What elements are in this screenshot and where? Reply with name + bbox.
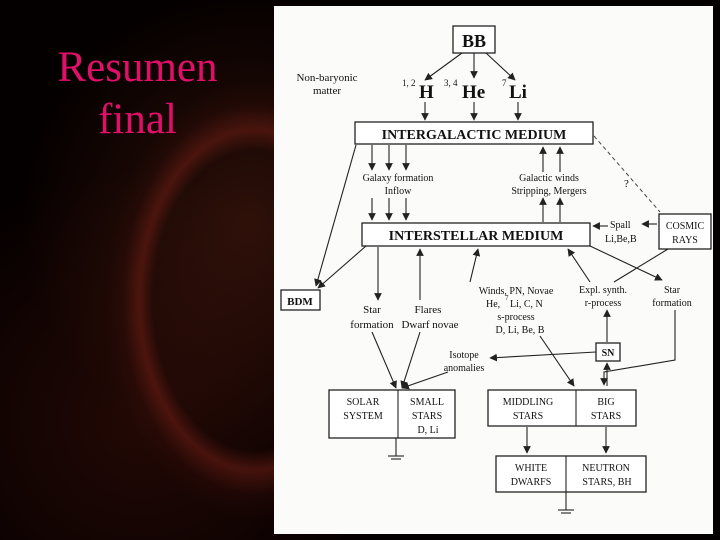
primordial-isotopes: 1, 2 H 3, 4 He 7 Li xyxy=(402,78,527,103)
white-dwarfs-line-2: DWARFS xyxy=(511,477,552,488)
nucleosynthesis-diagram: BB Non-baryonic matter 1, 2 H 3, 4 He 7 … xyxy=(280,25,712,514)
star-formation-right-line-1: Star xyxy=(664,285,681,296)
bdm-label: BDM xyxy=(287,296,313,308)
title-line-2: final xyxy=(98,96,177,143)
expl-synth-line-2: r-process xyxy=(585,298,622,309)
winds-line-3: s-process xyxy=(497,312,534,323)
winds-line-2-sup: 7 xyxy=(505,294,509,302)
remnants-box xyxy=(495,455,647,493)
small-stars-line-2: STARS xyxy=(412,411,442,422)
non-baryonic-line-1: Non-baryonic xyxy=(296,72,357,84)
sn-label: SN xyxy=(602,348,616,359)
bb-label: BB xyxy=(462,31,486,51)
small-stars-line-1: SMALL xyxy=(410,397,444,408)
middling-stars-line-1: MIDDLING xyxy=(503,397,554,408)
winds-line-2-pre: He, xyxy=(486,299,500,310)
spall-line-2: Li,Be,B xyxy=(605,234,637,245)
isotope-anomalies-line-1: Isotope xyxy=(449,350,479,361)
galaxy-formation-line-1: Galaxy formation xyxy=(363,173,434,184)
star-formation-right-line-2: formation xyxy=(652,298,691,309)
cosmic-rays-line-2: RAYS xyxy=(672,235,698,246)
galactic-winds-line-1: Galactic winds xyxy=(519,173,579,184)
solar-system-line-1: SOLAR xyxy=(347,397,380,408)
white-dwarfs-line-1: WHITE xyxy=(515,463,547,474)
star-formation-left-line-2: formation xyxy=(350,319,394,331)
solar-system-box xyxy=(328,389,456,439)
neutron-stars-line-2: STARS, BH xyxy=(582,477,631,488)
h-superscript: 1, 2 xyxy=(402,78,416,88)
galaxy-formation-line-2: Inflow xyxy=(385,186,412,197)
star-formation-left-line-1: Star xyxy=(363,304,381,316)
he-superscript: 3, 4 xyxy=(444,78,458,88)
flares-line-2: Dwarf novae xyxy=(401,319,458,331)
winds-line-4: D, Li, Be, B xyxy=(496,325,545,336)
cosmic-rays-box xyxy=(658,213,712,250)
ism-box xyxy=(361,222,591,247)
neutron-stars-line-1: NEUTRON xyxy=(582,463,630,474)
big-stars-line-2: STARS xyxy=(591,411,621,422)
li-label: Li xyxy=(509,82,527,103)
galactic-winds-line-2: Stripping, Mergers xyxy=(511,186,586,197)
isotope-anomalies-line-2: anomalies xyxy=(444,363,485,374)
igm-label: INTERGALACTIC MEDIUM xyxy=(382,128,567,143)
he-label: He xyxy=(462,82,485,103)
cosmic-rays-line-1: COSMIC xyxy=(666,221,705,232)
flares-line-1: Flares xyxy=(415,304,442,316)
solar-system-line-2: SYSTEM xyxy=(343,411,383,422)
expl-synth-line-1: Expl. synth. xyxy=(579,285,627,296)
igm-box xyxy=(354,121,594,145)
slide-title: Resumen final xyxy=(20,42,255,146)
diagram-panel: BB Non-baryonic matter 1, 2 H 3, 4 He 7 … xyxy=(274,6,713,534)
spall-line-1: Spall xyxy=(610,220,631,231)
winds-line-1: Winds, PN, Novae xyxy=(479,286,554,297)
winds-line-2-post: Li, C, N xyxy=(510,299,543,310)
middling-stars-line-2: STARS xyxy=(513,411,543,422)
stellar-box xyxy=(487,389,637,427)
ism-label: INTERSTELLAR MEDIUM xyxy=(389,229,564,244)
bdm-box xyxy=(280,289,321,311)
h-label: H xyxy=(419,82,434,103)
non-baryonic-line-2: matter xyxy=(313,85,341,97)
big-stars-line-1: BIG xyxy=(597,397,614,408)
question-mark: ? xyxy=(624,178,629,190)
small-stars-line-3: D, Li xyxy=(417,425,438,436)
li-superscript: 7 xyxy=(502,78,507,88)
title-line-1: Resumen xyxy=(57,44,218,91)
